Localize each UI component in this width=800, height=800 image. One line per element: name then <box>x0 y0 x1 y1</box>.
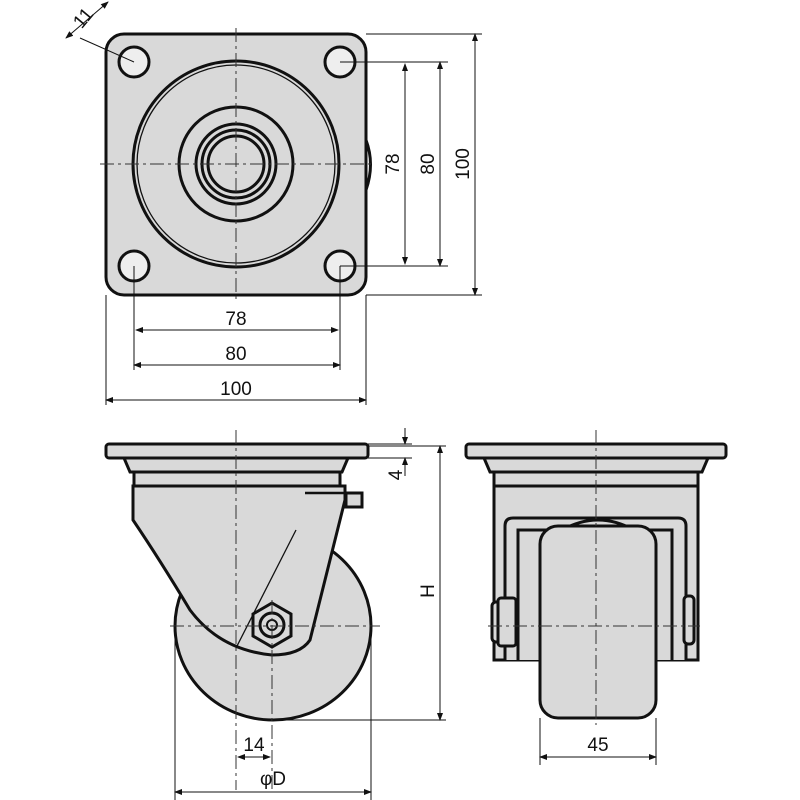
side-plate <box>104 442 370 460</box>
offset-label: 14 <box>243 735 265 756</box>
wheel-diameter-label: φD <box>260 769 286 790</box>
top-view: 11 78 80 100 78 80 100 <box>65 1 482 405</box>
side-view: 4 H 14 φD <box>104 428 446 800</box>
plate-inner-vertical-label: 80 <box>418 153 439 174</box>
height-label: H <box>418 584 439 598</box>
wheel-width-label: 45 <box>587 735 608 756</box>
swivel-fork <box>131 484 347 657</box>
wheel-front <box>538 524 658 720</box>
hole-pitch-vertical-label: 78 <box>383 153 404 174</box>
plate-height-label: 100 <box>453 148 474 180</box>
front-view: 45 <box>464 430 728 765</box>
fork-tab <box>344 491 364 509</box>
hole-pitch-horizontal-label: 78 <box>225 309 246 330</box>
plate-width-label: 100 <box>220 379 252 400</box>
plate-inner-horizontal-label: 80 <box>225 344 246 365</box>
plate-thickness-label: 4 <box>386 469 407 480</box>
hole-diameter-label: 11 <box>69 4 98 33</box>
